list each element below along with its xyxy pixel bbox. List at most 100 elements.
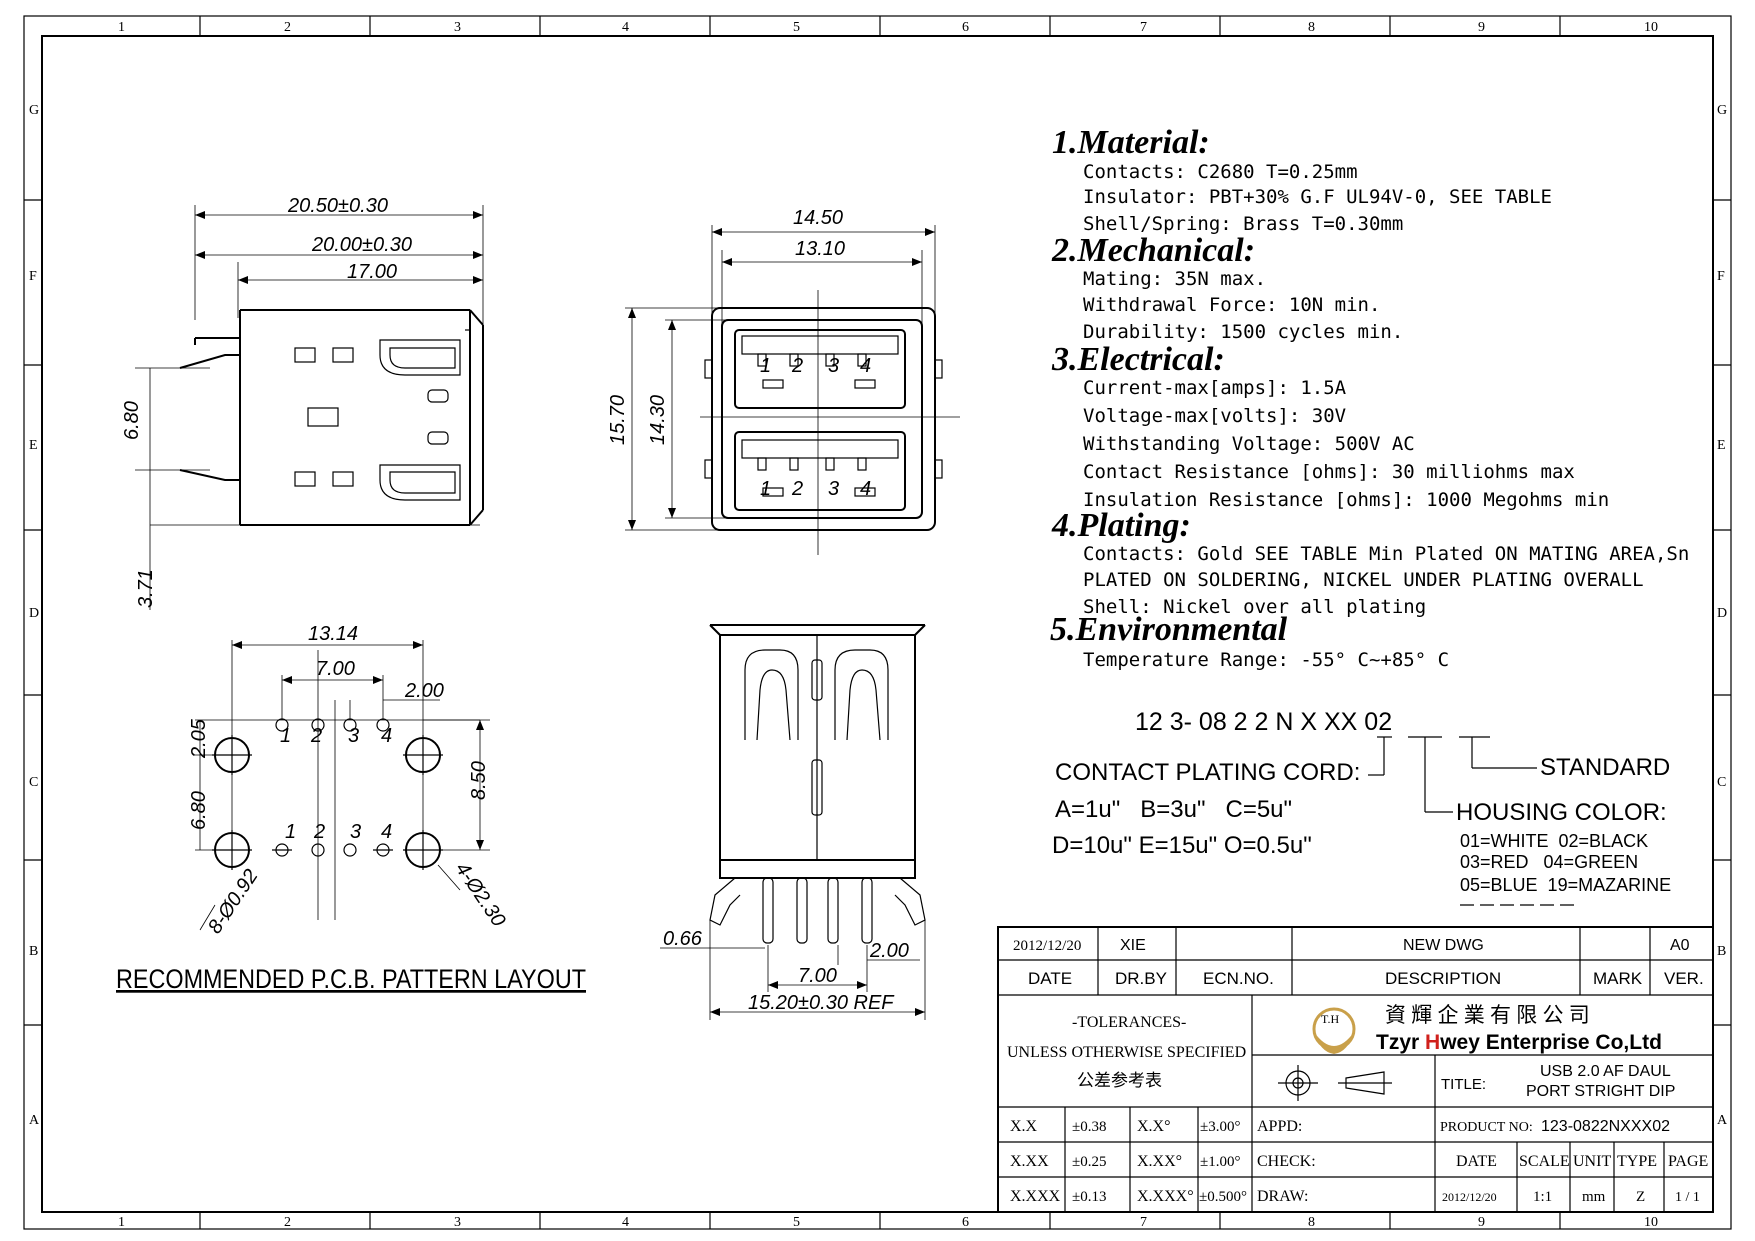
grid-col-label: 10 (1644, 1215, 1658, 1230)
dim-label: 3.71 (135, 569, 157, 608)
hdr-date: DATE (1456, 1153, 1497, 1170)
dim-label: 14.30 (647, 395, 669, 445)
pin-number: 4 (860, 478, 871, 500)
drawing-scale: 1:1 (1533, 1189, 1552, 1205)
pin-number: 2 (310, 725, 322, 747)
appd-label: APPD: (1257, 1118, 1302, 1135)
dim-label: 6.80 (121, 401, 143, 440)
hdr-unit: UNIT (1573, 1153, 1611, 1170)
tol-cell: X.XXX° (1137, 1188, 1194, 1205)
grid-col-label: 3 (454, 20, 461, 35)
dim-label: 20.50±0.30 (287, 195, 388, 217)
grid-col-label: 5 (793, 20, 800, 35)
draw-label: DRAW: (1257, 1188, 1308, 1205)
pin-number: 4 (860, 355, 871, 377)
company-name-cn: 資 輝 企 業 有 限 公 司 (1385, 1003, 1590, 1027)
hdr-type: TYPE (1617, 1153, 1657, 1170)
tolerance-title: -TOLERANCES- (1072, 1014, 1186, 1031)
spec-heading: 2.Mechanical: (1051, 232, 1255, 269)
grid-row-label: B (1717, 944, 1726, 959)
tol-cell: X.XX° (1137, 1153, 1182, 1170)
dim-label: 7.00 (316, 658, 355, 680)
dim-label: 8.50 (468, 761, 490, 800)
housing-color-option: 01=WHITE 02=BLACK (1460, 831, 1648, 851)
product-no: 123-0822NXXX02 (1541, 1118, 1670, 1135)
tol-cell: X.XXX (1010, 1188, 1061, 1205)
product-no-label: PRODUCT NO: (1440, 1120, 1533, 1135)
dim-label: 2.05 (188, 718, 210, 759)
drawing-title: USB 2.0 AF DAUL (1540, 1063, 1671, 1080)
grid-row-label: D (1717, 606, 1727, 621)
spec-line: Insulation Resistance [ohms]: 1000 Megoh… (1083, 489, 1609, 511)
housing-color-option: 05=BLUE 19=MAZARINE (1460, 875, 1671, 895)
pin-number: 2 (791, 478, 803, 500)
tol-cell: ±0.25 (1072, 1154, 1106, 1170)
contact-plating-options: D=10u" E=15u" O=0.5u" (1052, 832, 1312, 859)
spec-line: Shell: Nickel over all plating (1083, 596, 1426, 618)
rev-version: A0 (1670, 937, 1690, 954)
pin-number: 3 (828, 478, 839, 500)
hdr-mark: MARK (1593, 969, 1643, 988)
specifications: 1.Material: Contacts: C2680 T=0.25mm Ins… (1050, 124, 1689, 671)
pcb-caption: RECOMMENDED P.C.B. PATTERN LAYOUT (116, 964, 586, 994)
dim-label: 20.00±0.30 (311, 234, 412, 256)
housing-color-label: HOUSING COLOR: (1456, 799, 1667, 826)
housing-color-option: 03=RED 04=GREEN (1460, 852, 1638, 872)
drawing-type: Z (1636, 1189, 1645, 1205)
spec-line: Contact Resistance [ohms]: 30 milliohms … (1083, 461, 1575, 483)
spec-line: Withdrawal Force: 10N min. (1083, 294, 1380, 316)
tol-cell: ±3.00° (1200, 1119, 1240, 1135)
drawing-title: PORT STRIGHT DIP (1526, 1083, 1675, 1100)
pin-number: 3 (828, 355, 839, 377)
tol-cell: X.XX (1010, 1153, 1049, 1170)
grid-col-label: 2 (284, 20, 291, 35)
pin-number: 3 (348, 725, 359, 747)
hdr-ecn: ECN.NO. (1203, 969, 1274, 988)
spec-line: Mating: 35N max. (1083, 268, 1266, 290)
hdr-date: DATE (1028, 969, 1072, 988)
check-label: CHECK: (1257, 1153, 1316, 1170)
sheet-border: 1 2 3 4 5 6 7 8 9 10 1 2 3 4 5 6 7 8 9 1… (23, 15, 1732, 1230)
tolerance-cn: 公差参考表 (1077, 1071, 1162, 1090)
title-block: 2012/12/20 XIE NEW DWG A0 DATE DR.BY ECN… (997, 926, 1714, 1213)
part-code: 12 3- 08 2 2 N X XX 02 CONTACT PLATING C… (1052, 708, 1671, 906)
pin-number: 4 (381, 725, 392, 747)
dim-label: 2.00 (869, 940, 909, 962)
tolerance-note: UNLESS OTHERWISE SPECIFIED (1007, 1044, 1246, 1061)
grid-col-label: 9 (1478, 1215, 1485, 1230)
grid-row-label: D (29, 606, 39, 621)
pin-number: 3 (350, 821, 361, 843)
tol-cell: X.X° (1137, 1118, 1171, 1135)
grid-row-label: E (1717, 438, 1726, 453)
tol-cell: X.X (1010, 1118, 1038, 1135)
grid-row-label: G (29, 103, 39, 118)
dim-label: 4-Ø2.30 (451, 858, 510, 930)
projection-symbol (1278, 1065, 1392, 1101)
dim-label: 15.20±0.30 REF (748, 992, 895, 1014)
pin-number: 1 (285, 821, 296, 843)
drawing-unit: mm (1582, 1189, 1606, 1205)
spec-line: Temperature Range: -55° C~+85° C (1083, 649, 1449, 671)
tol-cell: ±0.500° (1199, 1189, 1247, 1205)
dim-label: 14.50 (793, 207, 843, 229)
grid-col-label: 6 (962, 20, 969, 35)
dim-label: 2.00 (404, 680, 444, 702)
grid-col-label: 8 (1308, 1215, 1315, 1230)
spec-line: Withstanding Voltage: 500V AC (1083, 433, 1415, 455)
grid-row-label: A (29, 1113, 40, 1128)
pin-number: 1 (760, 355, 771, 377)
contact-plating-label: CONTACT PLATING CORD: (1055, 759, 1360, 786)
hdr-page: PAGE (1668, 1153, 1708, 1170)
pin-number: 1 (280, 725, 291, 747)
rev-description: NEW DWG (1403, 937, 1484, 954)
spec-line: PLATED ON SOLDERING, NICKEL UNDER PLATIN… (1083, 569, 1644, 591)
grid-row-label: F (1717, 269, 1725, 284)
contact-plating-options: A=1u" B=3u" C=5u" (1055, 796, 1292, 823)
spec-heading: 1.Material: (1052, 124, 1210, 161)
grid-row-label: G (1717, 103, 1727, 118)
grid-row-label: F (29, 269, 37, 284)
grid-col-label: 4 (622, 20, 629, 35)
grid-col-label: 1 (118, 1215, 125, 1230)
grid-col-label: 8 (1308, 20, 1315, 35)
